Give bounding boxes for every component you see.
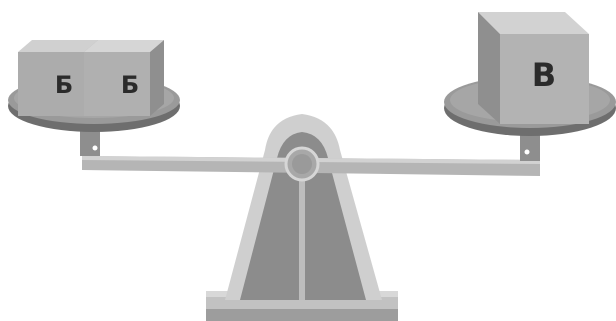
left-pan-support: [80, 128, 100, 156]
right-box: В: [478, 12, 589, 124]
left-box-1-label: Б: [55, 71, 73, 99]
left-box-2-label: Б: [121, 71, 139, 99]
scale-stand: [225, 114, 382, 300]
right-box-label: В: [532, 56, 556, 94]
left-box-2: Б: [84, 40, 164, 116]
right-pan-support: [520, 133, 540, 161]
scale-pivot: [286, 148, 318, 180]
